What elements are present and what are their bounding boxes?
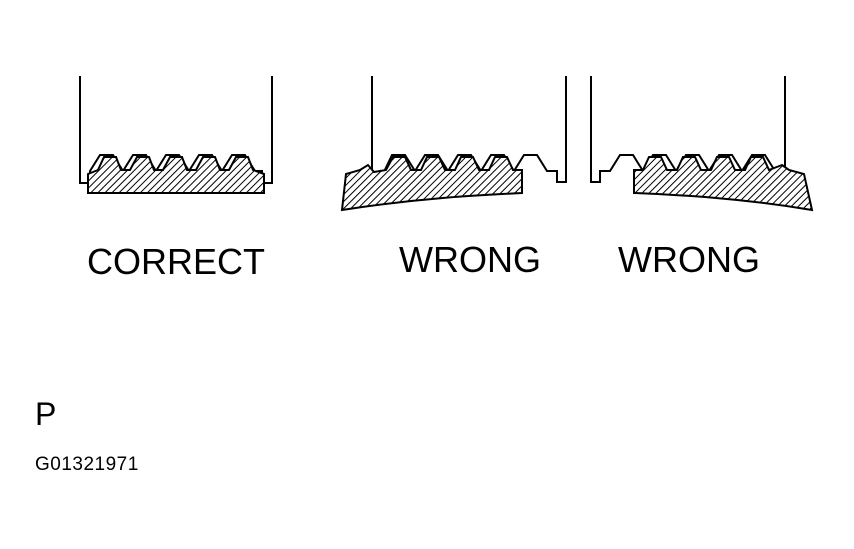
belt-correct xyxy=(87,156,265,194)
caption-correct: CORRECT xyxy=(87,241,265,282)
panel-wrong-left: WRONG xyxy=(340,76,567,280)
section-letter: P xyxy=(35,396,57,432)
caption-wrong-right: WRONG xyxy=(618,239,760,280)
panel-correct: CORRECT xyxy=(79,76,273,282)
belt-wrong-left xyxy=(340,156,523,212)
panel-wrong-right: WRONG xyxy=(590,76,814,280)
belt-wrong-right xyxy=(633,156,814,212)
figure-code: G01321971 xyxy=(35,454,139,475)
caption-wrong-left: WRONG xyxy=(399,239,541,280)
